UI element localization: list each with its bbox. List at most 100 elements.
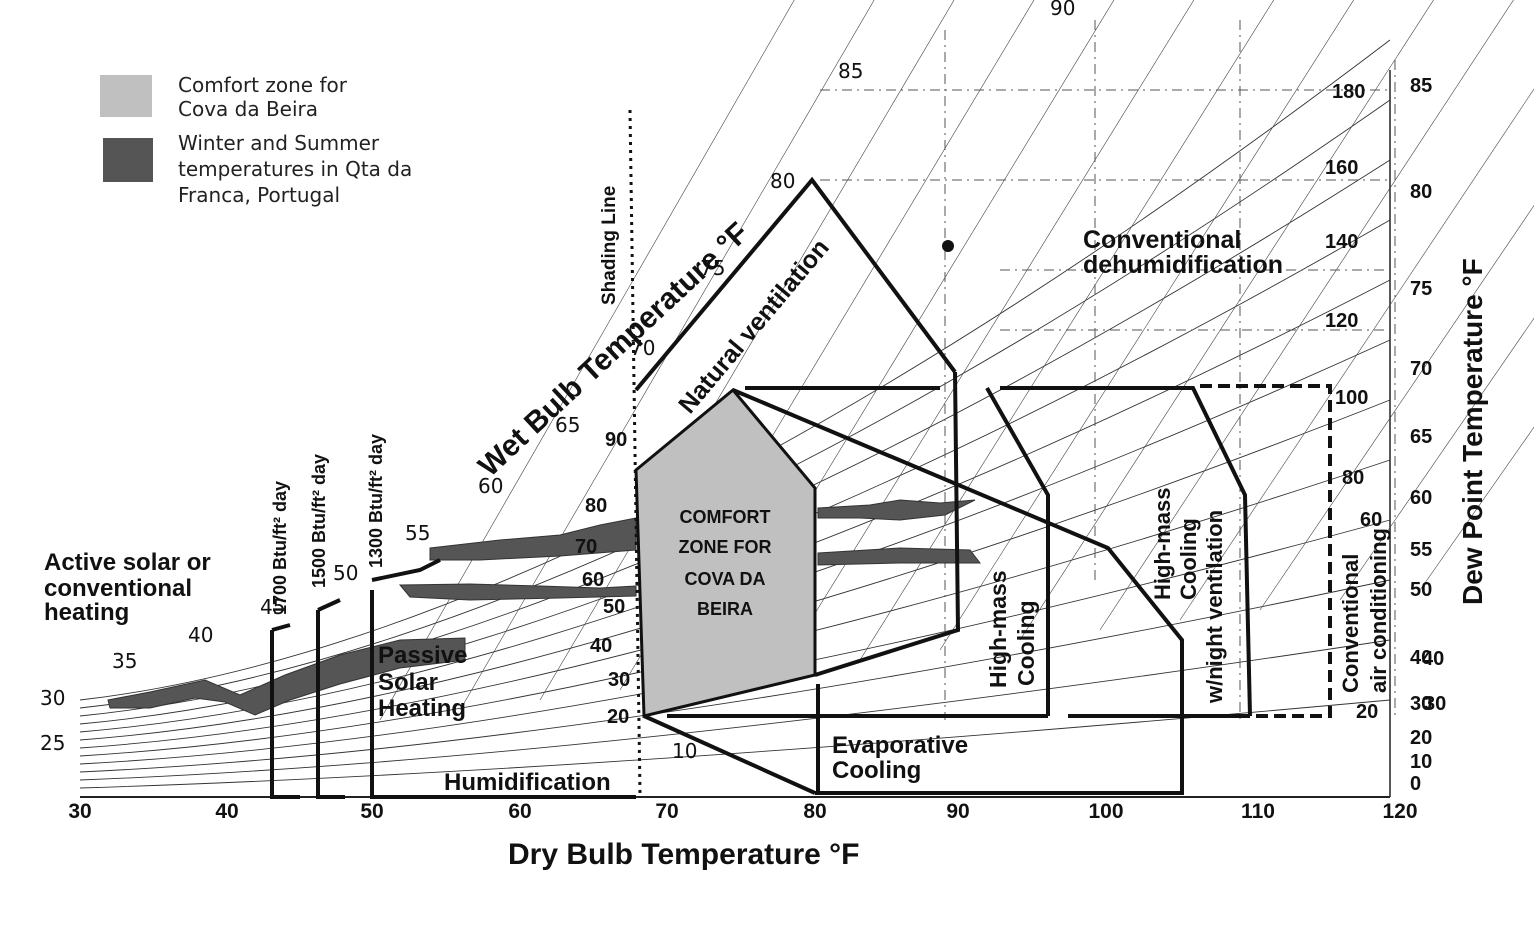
active-solar-line-1: conventional (44, 575, 192, 602)
zone-boundary-8 (270, 630, 300, 799)
air-conditioning-boundary (1200, 384, 1332, 718)
wetbulb-tick-65: 65 (555, 413, 580, 437)
humidity-tick-30: 30 (1424, 693, 1446, 715)
evaporative-line-0: Evaporative (832, 732, 968, 759)
comfort-zone-polygon (634, 387, 817, 718)
legend-climate-line2: temperatures in Qta da (178, 157, 412, 181)
wetbulb-tick-30: 30 (40, 686, 65, 710)
dehumidification-line-0: Conventional (1083, 226, 1241, 254)
wetbulb-diag-5 (779, 0, 1195, 671)
air-conditioning-line-0: Conventional (1338, 554, 1363, 693)
climate-band-4 (817, 547, 982, 566)
high-mass-night-line-1: Cooling (1176, 518, 1201, 600)
zone-boundary-4 (985, 387, 1050, 716)
x-tick-40: 40 (215, 800, 238, 823)
rh-label-50: 50 (603, 596, 625, 618)
humidity-tick-140: 140 (1325, 231, 1358, 253)
zone-boundary-2 (732, 388, 1184, 795)
wetbulb-diag-10 (1179, 88, 1534, 621)
wetbulb-tick-85: 85 (838, 59, 863, 83)
zone-boundary-13 (271, 623, 291, 632)
wetbulb-diag-9 (1099, 0, 1514, 631)
high-mass-night-line-2: w/night ventilation (1202, 510, 1227, 704)
x-tick-110: 110 (1241, 800, 1275, 823)
wetbulb-tick-35: 35 (112, 649, 137, 673)
wetbulb-tick-45: 45 (260, 595, 285, 619)
rh-label-40: 40 (590, 635, 612, 657)
wetbulb-tick-55: 55 (405, 521, 430, 545)
shading-line (628, 109, 642, 794)
humidification-label: Humidification (444, 769, 611, 796)
dewpoint-tick-80: 80 (1410, 181, 1432, 203)
high-mass-night-line-0: High-mass (1150, 488, 1175, 600)
wetbulb-diag-7 (939, 0, 1354, 651)
high-mass-line-0: High-mass (985, 570, 1011, 688)
evaporative-line-1: Cooling (832, 757, 921, 784)
humidity-tick-160: 160 (1325, 157, 1358, 179)
tick-labels: 30 40 50 60 70 80 90 100 110 120 85 80 75 70 65 60 55 50 4… (40, 0, 1446, 823)
active-solar-line-2: heating (44, 599, 129, 626)
zone-boundary-11 (371, 558, 441, 582)
dewpoint-tick-75: 75 (1410, 278, 1432, 300)
wetbulb-tick-60: 60 (478, 474, 503, 498)
rh-label-90: 90 (605, 429, 627, 451)
zone-boundary-3 (745, 386, 1252, 717)
climate-band-2 (429, 517, 637, 561)
wetbulb-diag-11 (1259, 204, 1534, 611)
humidity-tick-120: 120 (1325, 310, 1358, 332)
rh-curve-9 (79, 579, 1391, 773)
zone-boundary-6 (643, 714, 816, 795)
dewpoint-tick-85: 85 (1410, 75, 1432, 97)
x-tick-50: 50 (360, 800, 383, 823)
rh-label-20: 20 (607, 706, 629, 728)
comfort-zone-line-2: COVA DA (685, 569, 766, 589)
dewpoint-tick-40: 40 (1410, 647, 1432, 669)
solar-line-label-0: 1700 Btu/ft² day (270, 481, 290, 615)
x-tick-30: 30 (68, 800, 91, 823)
rh-label-70: 70 (575, 536, 597, 558)
legend-comfort-line2: Cova da Beira (178, 97, 318, 121)
humidity-tick-40: 40 (1422, 648, 1444, 670)
wetbulb-tick-10: 10 (672, 739, 697, 763)
passive-solar-line-2: Heating (378, 695, 466, 722)
humidity-tick-180: 180 (1332, 81, 1365, 103)
zone-boundary-1 (814, 371, 961, 677)
dewpoint-tick-50: 50 (1410, 579, 1432, 601)
zone-boundary-12 (317, 598, 341, 612)
rh-curve-11 (79, 699, 1391, 789)
humidity-tick-20: 20 (1356, 701, 1378, 723)
legend-climate-line1: Winter and Summer (178, 131, 380, 155)
comfort-zone-line-0: COMFORT (680, 507, 771, 527)
legend-climate-line3: Franca, Portugal (178, 183, 340, 207)
legend-swatch-climate (103, 138, 153, 182)
x-tick-80: 80 (803, 800, 826, 823)
high-mass-line-1: Cooling (1013, 600, 1039, 686)
passive-solar-line-0: Passive (378, 642, 467, 669)
rh-label-80: 80 (585, 495, 607, 517)
dewpoint-tick-20: 20 (1410, 727, 1432, 749)
x-tick-60: 60 (508, 800, 531, 823)
humidity-tick-60: 60 (1360, 509, 1382, 531)
wetbulb-diag-12 (1339, 317, 1534, 601)
wetbulb-tick-80: 80 (770, 169, 795, 193)
x-tick-90: 90 (946, 800, 969, 823)
humidity-tick-100: 100 (1335, 387, 1368, 409)
wetbulb-diag-13 (1419, 426, 1534, 591)
shading-line-label: Shading Line (599, 186, 620, 305)
zone-boundaries (107, 109, 1332, 799)
wetbulb-tick-75: 75 (700, 256, 725, 280)
x-axis-title: Dry Bulb Temperature °F (508, 838, 860, 871)
x-tick-70: 70 (655, 800, 678, 823)
rh-curve-10 (79, 639, 1391, 781)
legend-swatch-comfort (100, 75, 152, 117)
legend: Comfort zone for Cova da Beira Winter an… (100, 73, 412, 207)
comfort-zone-line-1: ZONE FOR (679, 537, 772, 557)
solar-line-label-2: 1300 Btu/ft² day (366, 434, 386, 568)
wetbulb-tick-50: 50 (333, 561, 358, 585)
x-tick-120: 120 (1382, 800, 1417, 823)
wetbulb-diag-8 (1019, 0, 1434, 641)
dewpoint-tick-70: 70 (1410, 358, 1432, 380)
air-conditioning-line-1: air conditioning (1366, 528, 1391, 693)
active-solar-line-0: Active solar or (44, 549, 211, 576)
